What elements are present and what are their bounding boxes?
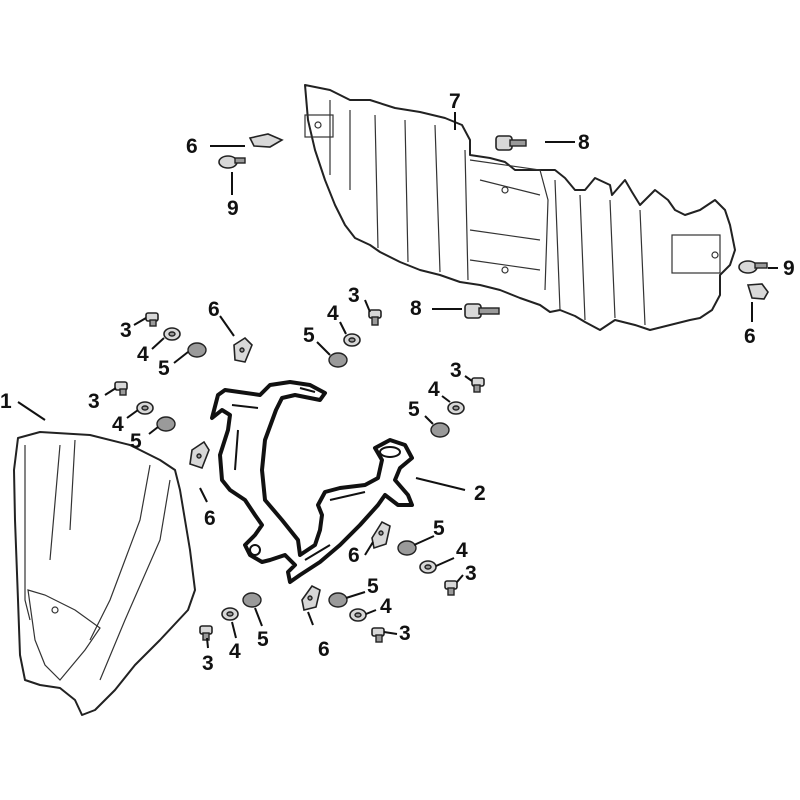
callout-3: 3 [399, 622, 411, 645]
bolt-3-icon [114, 381, 128, 396]
clip-6-icon [371, 520, 391, 550]
bolt-3-icon [371, 627, 385, 643]
callout-8: 8 [410, 297, 422, 320]
callout-5: 5 [303, 324, 315, 347]
callout-6: 6 [204, 507, 216, 530]
headlight-fairing-part-1 [13, 431, 196, 716]
callout-labels: 1 2 7 6 9 8 8 9 6 3 4 5 6 3 4 5 6 3 4 5 … [0, 90, 795, 675]
callout-6: 6 [744, 325, 756, 348]
callout-6: 6 [318, 638, 330, 661]
nut-5-icon [242, 592, 262, 608]
callout-4: 4 [380, 595, 392, 618]
headlight-bracket-part-2 [210, 380, 414, 584]
clip-6-icon [233, 336, 253, 363]
skid-plate-part-7 [304, 84, 736, 331]
callout-3: 3 [88, 390, 100, 413]
bolt-3-icon [444, 580, 458, 596]
callout-2: 2 [474, 482, 486, 505]
callout-6: 6 [348, 544, 360, 567]
bolt-3-icon [471, 377, 485, 393]
nut-5-icon [397, 540, 417, 556]
leader-lines [17, 112, 778, 649]
clip-6-icon [746, 283, 769, 300]
callout-3: 3 [202, 652, 214, 675]
grommet-4-icon [136, 401, 154, 415]
callout-5: 5 [367, 575, 379, 598]
grommet-4-icon [349, 608, 367, 622]
bolt-8-icon [495, 135, 527, 151]
callout-6: 6 [208, 298, 220, 321]
callout-4: 4 [428, 378, 440, 401]
grommet-4-icon [163, 327, 181, 341]
callout-6: 6 [186, 135, 198, 158]
callout-1: 1 [0, 390, 12, 413]
screw-9-icon [738, 260, 768, 274]
clip-6-icon [301, 584, 321, 611]
callout-4: 4 [137, 343, 149, 366]
nut-5-icon [430, 422, 450, 438]
clip-6-icon [248, 133, 284, 148]
nut-5-icon [328, 352, 348, 368]
grommet-4-icon [447, 401, 465, 415]
callout-8: 8 [578, 131, 590, 154]
bolt-3-icon [199, 625, 213, 641]
screw-9-icon [218, 155, 246, 169]
callout-7: 7 [449, 90, 461, 113]
bolt-3-icon [145, 312, 159, 327]
callout-3: 3 [450, 359, 462, 382]
callout-9: 9 [227, 197, 239, 220]
callout-4: 4 [327, 302, 339, 325]
callout-5: 5 [130, 430, 142, 453]
callout-5: 5 [158, 357, 170, 380]
callout-3: 3 [120, 319, 132, 342]
hardware-items [114, 133, 769, 643]
clip-6-icon [189, 440, 210, 469]
nut-5-icon [156, 416, 176, 432]
callout-5: 5 [408, 398, 420, 421]
callout-4: 4 [229, 640, 241, 663]
callout-3: 3 [465, 562, 477, 585]
callout-3: 3 [348, 284, 360, 307]
grommet-4-icon [343, 333, 361, 347]
grommet-4-icon [419, 560, 437, 574]
nut-5-icon [187, 342, 207, 358]
callout-5: 5 [433, 517, 445, 540]
callout-4: 4 [456, 539, 468, 562]
callout-5: 5 [257, 628, 269, 651]
grommet-4-icon [221, 607, 239, 621]
bolt-8-icon [464, 303, 500, 319]
callout-4: 4 [112, 413, 124, 436]
nut-5-icon [328, 592, 348, 608]
bolt-3-icon [368, 309, 382, 326]
callout-9: 9 [783, 257, 795, 280]
